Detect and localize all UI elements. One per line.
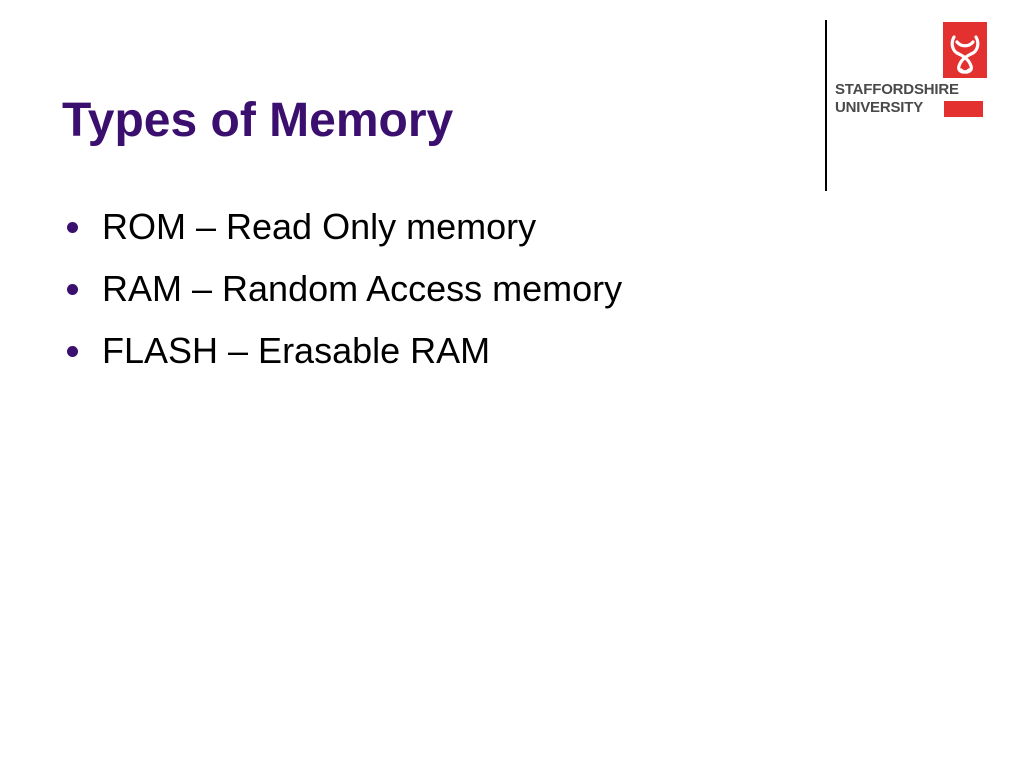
university-logo: STAFFORDSHIRE UNIVERSITY <box>835 22 987 122</box>
bullet-item: FLASH – Erasable RAM <box>64 324 622 386</box>
slide-title: Types of Memory <box>62 94 454 147</box>
bullet-item: RAM – Random Access memory <box>64 262 622 324</box>
bullet-dot <box>67 284 78 295</box>
bullet-list: ROM – Read Only memory RAM – Random Acce… <box>64 200 622 386</box>
bullet-item: ROM – Read Only memory <box>64 200 622 262</box>
bullet-text: ROM – Read Only memory <box>102 206 537 247</box>
bullet-text: FLASH – Erasable RAM <box>102 330 491 371</box>
logo-text-university: UNIVERSITY <box>835 99 924 116</box>
logo-text-staffordshire: STAFFORDSHIRE <box>835 81 959 98</box>
bullet-dot <box>67 222 78 233</box>
bullet-dot <box>67 346 78 357</box>
header-divider <box>825 20 827 191</box>
bullet-text: RAM – Random Access memory <box>102 268 623 309</box>
logo-red-bar <box>944 101 983 117</box>
staffordshire-knot-crest-icon <box>943 22 987 78</box>
